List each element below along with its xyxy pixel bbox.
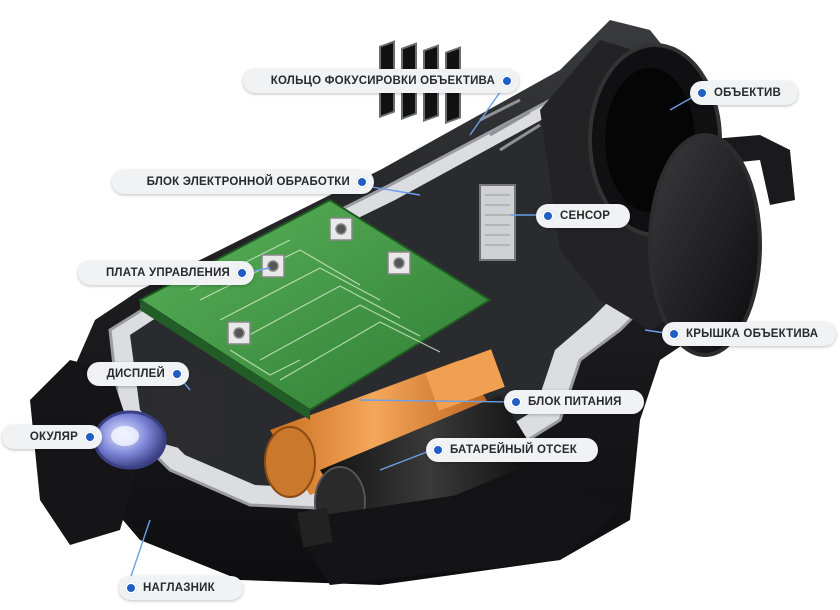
- batteries: [264, 349, 540, 538]
- processing-unit-fins: [379, 40, 461, 125]
- sensor-block: [479, 184, 516, 261]
- focus-ring: [479, 98, 541, 152]
- eyecup: [30, 360, 140, 545]
- lens-cap: [648, 133, 762, 357]
- pcb-buttons: [227, 217, 411, 345]
- housing-bottom-detail: [290, 480, 620, 585]
